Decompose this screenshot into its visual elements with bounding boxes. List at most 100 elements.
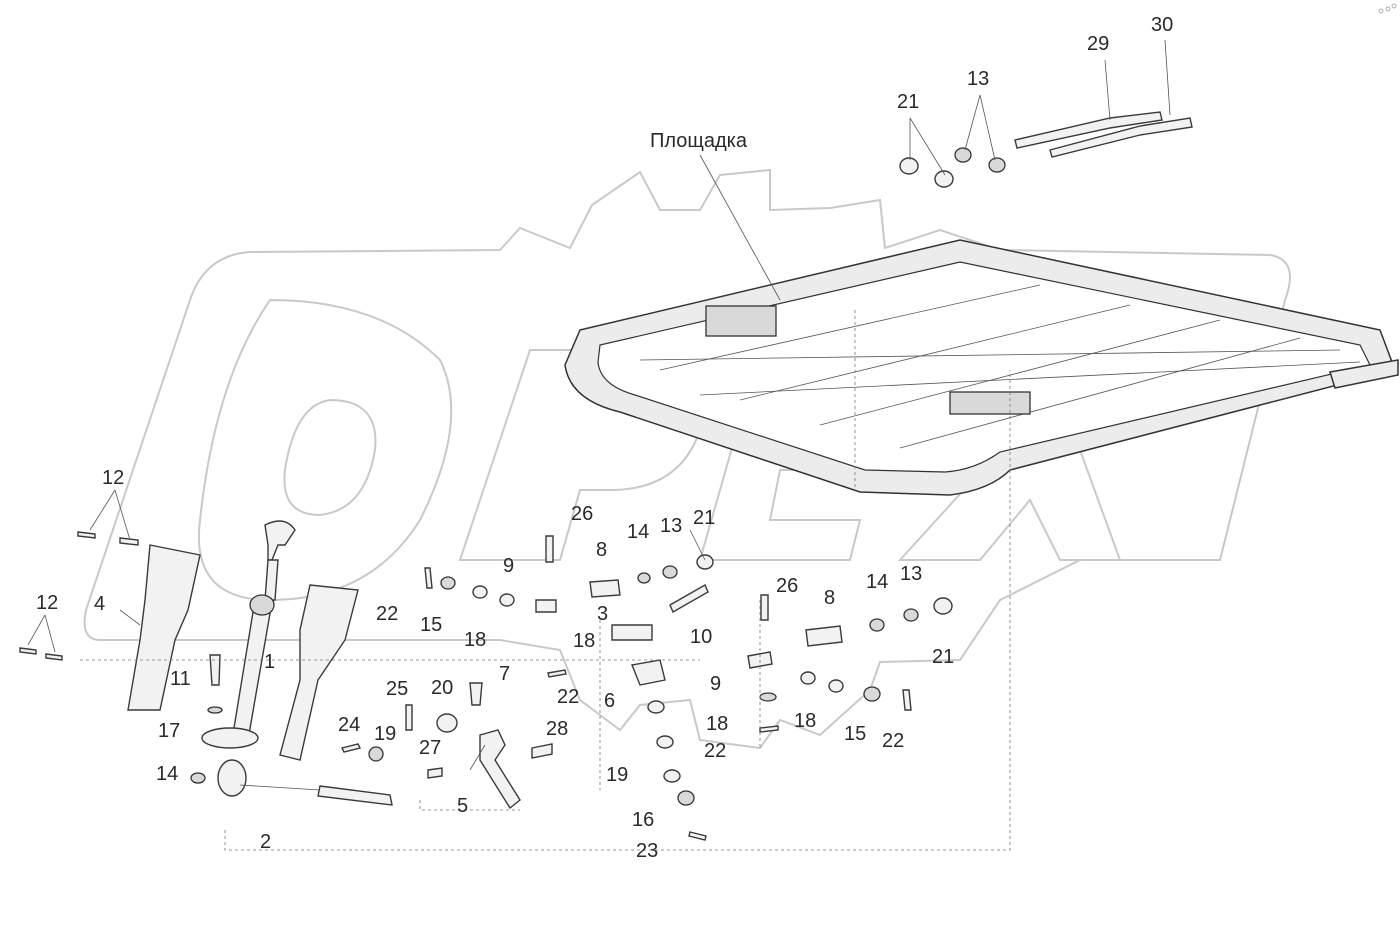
washer-20 bbox=[436, 713, 458, 733]
callout-15-b: 15 bbox=[844, 723, 866, 745]
washer-18-a bbox=[472, 585, 488, 599]
callout-6: 6 bbox=[604, 690, 615, 712]
part-2-pulley bbox=[217, 759, 247, 797]
platform-bracket bbox=[949, 391, 1031, 415]
lever-cover bbox=[279, 584, 359, 761]
washer-17 bbox=[207, 706, 223, 714]
callout-3: 3 bbox=[597, 603, 608, 625]
nut-14-c bbox=[869, 618, 885, 632]
linkage-right bbox=[747, 594, 953, 733]
callout-13-a: 13 bbox=[967, 68, 989, 90]
pin-24 bbox=[340, 743, 362, 753]
platform-label: Площадка bbox=[650, 130, 748, 152]
callout-13-b: 13 bbox=[660, 515, 682, 537]
watermark-gear-outline bbox=[83, 168, 1291, 750]
callout-5: 5 bbox=[457, 795, 468, 817]
part-4-plate bbox=[19, 531, 201, 711]
rod-30 bbox=[1049, 117, 1193, 158]
washer-d bbox=[663, 769, 681, 783]
callout-19-b: 19 bbox=[606, 764, 628, 786]
nut-14-left bbox=[190, 772, 206, 784]
callout-27: 27 bbox=[419, 737, 441, 759]
platform-frame-inner bbox=[597, 261, 1371, 473]
platform-frame bbox=[564, 239, 1399, 496]
callout-14-b: 14 bbox=[866, 571, 888, 593]
pin-28 bbox=[531, 743, 553, 759]
callout-18-d: 18 bbox=[794, 710, 816, 732]
corner-mark bbox=[1378, 3, 1397, 14]
platform-longbar-2 bbox=[699, 361, 1361, 396]
washer-21-top bbox=[899, 157, 919, 175]
lever-pivot bbox=[249, 594, 275, 616]
platform-rail-right bbox=[1329, 359, 1399, 389]
nut-13-b bbox=[662, 565, 678, 579]
bolt-11 bbox=[209, 654, 221, 686]
bracket-8-a bbox=[589, 579, 621, 598]
callout-23: 23 bbox=[636, 840, 658, 862]
washer-18-c bbox=[800, 671, 816, 685]
pin-27 bbox=[427, 767, 443, 779]
cable bbox=[239, 784, 321, 791]
callouts: 1 2 3 4 5 6 7 8 8 9 9 10 11 12 12 13 13 … bbox=[36, 14, 1173, 862]
callout-22-d: 22 bbox=[882, 730, 904, 752]
nut-15-a bbox=[440, 576, 456, 590]
nut-19-left bbox=[368, 746, 384, 762]
callout-10: 10 bbox=[690, 626, 712, 648]
callout-21-c: 21 bbox=[932, 646, 954, 668]
callout-18-a: 18 bbox=[464, 629, 486, 651]
leader-lines bbox=[27, 39, 1171, 851]
callout-28: 28 bbox=[546, 718, 568, 740]
pin-22-c bbox=[759, 725, 779, 733]
top-rods bbox=[899, 111, 1193, 188]
callout-20: 20 bbox=[431, 677, 453, 699]
callout-14-a: 14 bbox=[627, 521, 649, 543]
nut-15-b bbox=[863, 686, 881, 702]
pin-22-d bbox=[902, 689, 912, 711]
callout-29: 29 bbox=[1087, 33, 1109, 55]
pin-22-b bbox=[547, 669, 567, 678]
washer-21-c bbox=[933, 597, 953, 615]
washer-18-d bbox=[828, 679, 844, 693]
callout-25: 25 bbox=[386, 678, 408, 700]
part-3-link bbox=[611, 624, 653, 641]
pin-26-b bbox=[760, 594, 769, 621]
fasteners-left bbox=[190, 654, 553, 810]
callout-22-b: 22 bbox=[557, 686, 579, 708]
callout-21-a: 21 bbox=[897, 91, 919, 113]
callout-12-a: 12 bbox=[102, 467, 124, 489]
callout-26-b: 26 bbox=[776, 575, 798, 597]
lever-handle bbox=[264, 520, 296, 561]
bolt-20 bbox=[469, 682, 483, 706]
part-6-plate bbox=[631, 659, 666, 686]
pin-25 bbox=[405, 704, 413, 731]
nut-14-b bbox=[637, 572, 651, 584]
callout-16: 16 bbox=[632, 809, 654, 831]
pin-12-a bbox=[77, 531, 96, 539]
platform-crossbar-4 bbox=[899, 337, 1301, 449]
watermark-letter-o-hole bbox=[283, 398, 377, 517]
callout-24: 24 bbox=[338, 714, 360, 736]
platform-crossbar-3 bbox=[819, 319, 1221, 426]
callout-18-c: 18 bbox=[706, 713, 728, 735]
lever-base-plate bbox=[201, 727, 259, 749]
washer-21-top-b bbox=[934, 170, 954, 188]
platform-crossbar-1 bbox=[659, 284, 1041, 371]
pin-26-a bbox=[545, 535, 554, 563]
callout-19-a: 19 bbox=[374, 723, 396, 745]
platform-longbar-1 bbox=[639, 349, 1341, 361]
callout-21-b: 21 bbox=[693, 507, 715, 529]
pin-23 bbox=[688, 831, 707, 841]
callout-30: 30 bbox=[1151, 14, 1173, 36]
callout-9-a: 9 bbox=[503, 555, 514, 577]
callout-11: 11 bbox=[170, 668, 191, 690]
washer-18-e bbox=[759, 692, 777, 702]
washer-21-b bbox=[696, 554, 714, 570]
pin-12-b bbox=[119, 537, 139, 546]
part-5-arm bbox=[479, 729, 521, 810]
lever-rod-upper bbox=[264, 559, 279, 601]
callout-14-c: 14 bbox=[156, 763, 178, 785]
callout-9-b: 9 bbox=[710, 673, 721, 695]
plate-4-body bbox=[127, 544, 201, 711]
